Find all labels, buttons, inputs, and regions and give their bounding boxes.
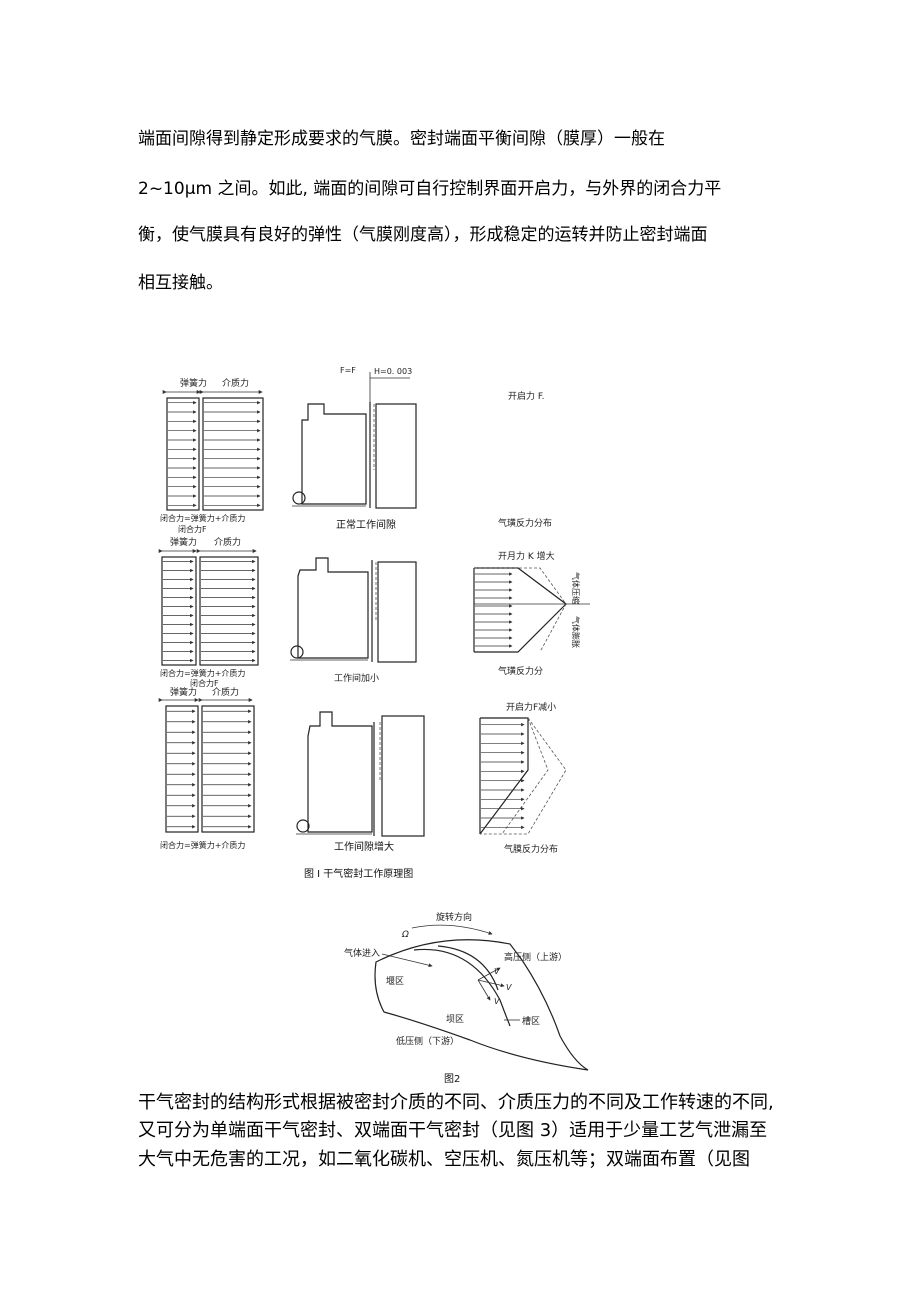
paragraph-line: 干气密封的结构形式根据被密封介质的不同、介质压力的不同及工作转速的不同, (138, 1092, 774, 1113)
opening-force-label: 开启力F减小 (506, 701, 556, 713)
opening-force-label: 开月力 K 增大 (498, 550, 555, 562)
paragraph-line: 相互接触。 (138, 273, 223, 293)
gas-expansion-label: 气体膨胀 (571, 616, 581, 648)
paragraph-line: 衡，使气膜具有良好的弹性（气膜刚度高），形成稳定的运转并防止密封端面 (138, 225, 708, 245)
gap-increase-caption: 工作间隙增大 (334, 840, 394, 853)
paragraph-line: 大气中无危害的工况，如二氧化碳机、空压机、氮压机等；双端面布置（见图 (138, 1149, 750, 1170)
row3-force-diagram: 弹簧力 介质力 闭合力=弹簧力+介质力 (158, 686, 255, 850)
figure-1-caption: 图 I 干气密封工作原理图 (304, 867, 413, 880)
normal-gap-caption: 正常工作间隙 (336, 518, 396, 531)
weir-zone-label: 坝区 (446, 1014, 464, 1025)
low-pressure-side-label: 低压侧（下游） (396, 1035, 459, 1047)
spring-force-label: 弹簧力 (180, 377, 207, 389)
force-arrows (163, 559, 256, 663)
groove-zone-label: 槽区 (522, 1015, 540, 1027)
row1-force-diagram: 弹簧力 介质力 闭合力=弹簧力+介质力 闭合力F (160, 377, 264, 534)
closing-force-equation: 闭合力=弹簧力+介质力 (160, 668, 245, 678)
omega-symbol: Ω (401, 930, 409, 940)
film-arrows (475, 572, 513, 648)
gap-height-label: H=0. 003 (374, 367, 412, 376)
row2-seal-gap-diagram: 工作间加小 (290, 557, 417, 684)
closing-force-equation: 闭合力=弹簧力+介质力 (160, 513, 245, 523)
gap-decrease-caption: 工作间加小 (334, 672, 379, 684)
medium-force-label: 介质力 (222, 377, 249, 389)
paragraph-line: 又可分为单端面干气密封、双端面干气密封（见图 3）适用于少量工艺气泄漏至 (138, 1120, 768, 1141)
paragraph-line: 端面间隙得到静定形成要求的气膜。密封端面平衡间隙（膜厚）一般在 (138, 129, 665, 149)
dam-zone-label: 堰区 (386, 976, 404, 987)
film-reaction-caption: 气璜反力分布 (498, 517, 552, 529)
row3-film-pressure-diagram: 开启力F减小 气膜反力分布 (479, 701, 567, 855)
row2-force-diagram: 弹簧力 介质力 闭合力=弹簧力+介质力 闭合力F (158, 536, 259, 688)
rotation-direction-label: 旋转方向 (436, 911, 472, 923)
paragraph-line: 2~10μm 之间。如此, 端面的间隙可自行控制界面开启力，与外界的闭合力平 (138, 179, 722, 199)
film-reaction-caption: 气膜反力分布 (504, 843, 558, 855)
high-pressure-side-label: 高压侧（上游） (504, 951, 567, 963)
spring-force-label: 弹簧力 (170, 536, 197, 548)
closing-force-label: 闭合力F (190, 678, 219, 688)
film-arrows (481, 722, 525, 830)
gas-entry-label: 气体进入 (344, 947, 380, 959)
force-arrows (168, 400, 261, 508)
medium-force-label: 介质力 (212, 686, 239, 698)
closing-force-label: 闭合力F (178, 524, 207, 534)
force-arrows (167, 709, 252, 829)
spring-force-label: 弹簧力 (170, 686, 197, 698)
closing-force-equation: 闭合力=弹簧力+介质力 (160, 840, 245, 850)
figure-2-caption: 图2 (444, 1073, 460, 1085)
row1-seal-gap-diagram: F=F H=0. 003 正常工作间隙 (292, 366, 417, 531)
row2-film-pressure-diagram: 气体压缩 气体膨胀 (473, 567, 590, 653)
film-reaction-caption: 气璜反力分 (498, 665, 543, 677)
force-balance-label: F=F (340, 366, 356, 375)
medium-force-label: 介质力 (214, 536, 241, 548)
opening-force-label: 开启力 F. (508, 390, 544, 402)
velocity-label: V (494, 997, 500, 1006)
figure-2-spiral-groove: 旋转方向 Ω 气体进入 高压侧（上游） V V V 堰区 坝区 槽区 低压侧（下… (344, 911, 589, 1085)
velocity-label: V (494, 967, 500, 976)
gas-compression-label: 气体压缩 (571, 572, 581, 604)
row3-seal-gap-diagram: 工作间隙增大 (296, 711, 425, 853)
velocity-label: V (506, 983, 512, 992)
